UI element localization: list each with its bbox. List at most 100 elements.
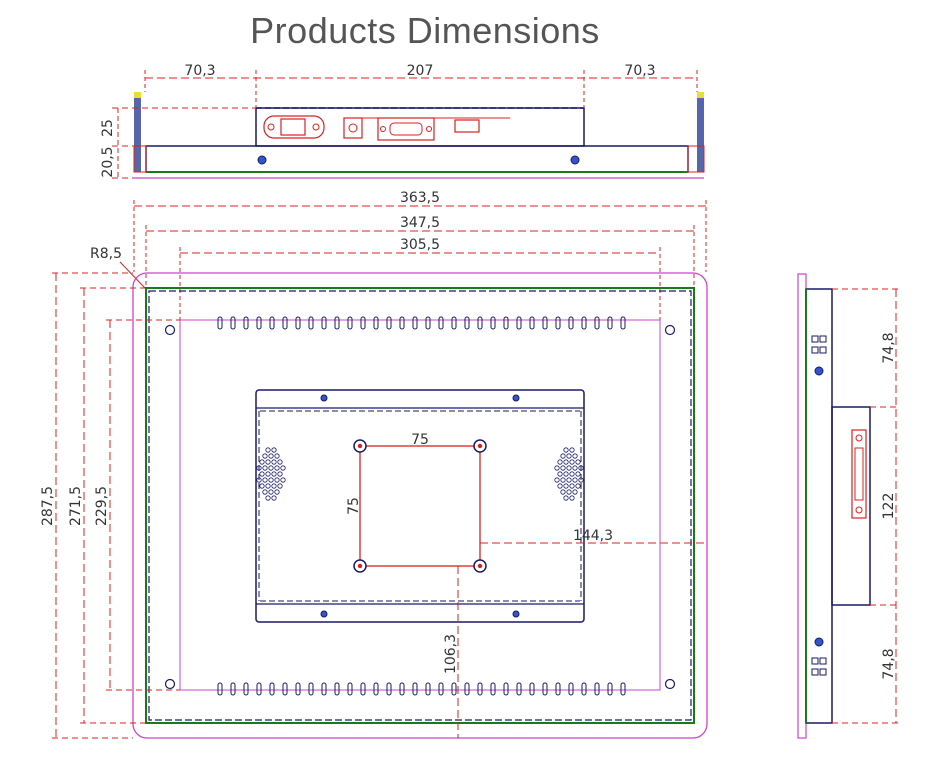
vent-slot [269, 682, 275, 696]
vent-slot [217, 316, 223, 330]
vent-slot [607, 682, 613, 696]
vent-slot [490, 682, 496, 696]
dim-side-upper: 74,8 [881, 332, 897, 363]
vent-slot [217, 682, 223, 696]
speaker-grill-right [554, 447, 584, 501]
speaker-grill-left [256, 447, 286, 501]
grill-hole [277, 471, 283, 477]
grill-hole [265, 495, 271, 501]
vent-slot [256, 682, 262, 696]
grill-hole [268, 453, 274, 459]
grill-hole [563, 483, 569, 489]
side-housing [831, 406, 871, 606]
grill-hole [560, 489, 566, 495]
vent-slot [360, 316, 366, 330]
dim-side-lower: 74,8 [881, 648, 897, 679]
rear-housing-box [255, 389, 585, 623]
vent-slot [321, 316, 327, 330]
vent-slot [542, 682, 548, 696]
grill-hole [566, 489, 572, 495]
grill-hole [271, 483, 277, 489]
grill-hole [271, 495, 277, 501]
vent-slots-bottom [217, 682, 626, 696]
vent-slot [490, 316, 496, 330]
grill-hole [566, 465, 572, 471]
grill-hole [563, 495, 569, 501]
grill-hole [572, 477, 578, 483]
grill-hole [265, 447, 271, 453]
left-mount-screw [134, 92, 141, 172]
grill-hole [569, 447, 575, 453]
vent-slot [230, 682, 236, 696]
screen-area [179, 319, 661, 691]
vent-slot [477, 316, 483, 330]
grill-hole [566, 453, 572, 459]
vent-slot [555, 682, 561, 696]
front-view: 363,5 347,5 305,5 R8,5 [40, 190, 708, 739]
dim-width-right: 70,3 [624, 63, 655, 79]
grill-hole [277, 459, 283, 465]
vent-slot [620, 316, 626, 330]
vent-slot [516, 316, 522, 330]
vent-slot [373, 682, 379, 696]
grill-hole [268, 489, 274, 495]
vent-slot [334, 316, 340, 330]
vent-slot [438, 682, 444, 696]
grill-hole [557, 471, 563, 477]
grill-hole [575, 459, 581, 465]
grill-hole [557, 459, 563, 465]
vent-slot [360, 682, 366, 696]
vent-slot [243, 682, 249, 696]
dc-jack-connector [343, 117, 363, 139]
grill-hole [575, 471, 581, 477]
grill-hole [271, 471, 277, 477]
bezel-frame [145, 287, 695, 724]
vent-slot [269, 316, 275, 330]
vent-slot [620, 682, 626, 696]
grill-hole [569, 471, 575, 477]
vent-slot [451, 682, 457, 696]
vent-slots-top [217, 316, 626, 330]
vent-slot [568, 682, 574, 696]
dim-height-top: 25 [100, 119, 116, 137]
vga-connector [377, 117, 435, 141]
vent-slot [568, 316, 574, 330]
grill-hole [572, 489, 578, 495]
dim-frame-height: 271,5 [68, 486, 84, 526]
vent-slot [308, 316, 314, 330]
vent-slot [347, 682, 353, 696]
vent-slot [529, 316, 535, 330]
vent-slot [282, 682, 288, 696]
vent-slot [425, 316, 431, 330]
vent-slot [503, 316, 509, 330]
dim-side-middle: 122 [881, 493, 897, 520]
grill-hole [578, 477, 584, 483]
grill-hole [554, 477, 560, 483]
usb-connector [454, 119, 480, 133]
vent-slot [256, 316, 262, 330]
grill-hole [560, 477, 566, 483]
grill-hole [268, 477, 274, 483]
vent-slot [542, 316, 548, 330]
grill-hole [563, 471, 569, 477]
vent-slot [386, 316, 392, 330]
vent-slot [282, 316, 288, 330]
grill-hole [262, 477, 268, 483]
dim-frame-width: 347,5 [400, 215, 440, 231]
dim-width-mid: 207 [407, 63, 434, 79]
vent-slot [399, 316, 405, 330]
grill-hole [268, 465, 274, 471]
grill-hole [262, 453, 268, 459]
vent-slot [399, 682, 405, 696]
vent-slot [347, 316, 353, 330]
grill-hole [572, 465, 578, 471]
power-switch-connector [263, 115, 325, 139]
grill-hole [265, 459, 271, 465]
grill-hole [578, 465, 584, 471]
grill-hole [256, 465, 262, 471]
grill-hole [262, 489, 268, 495]
vent-slot [464, 316, 470, 330]
grill-hole [280, 465, 286, 471]
bezel-plate-top [145, 145, 689, 173]
